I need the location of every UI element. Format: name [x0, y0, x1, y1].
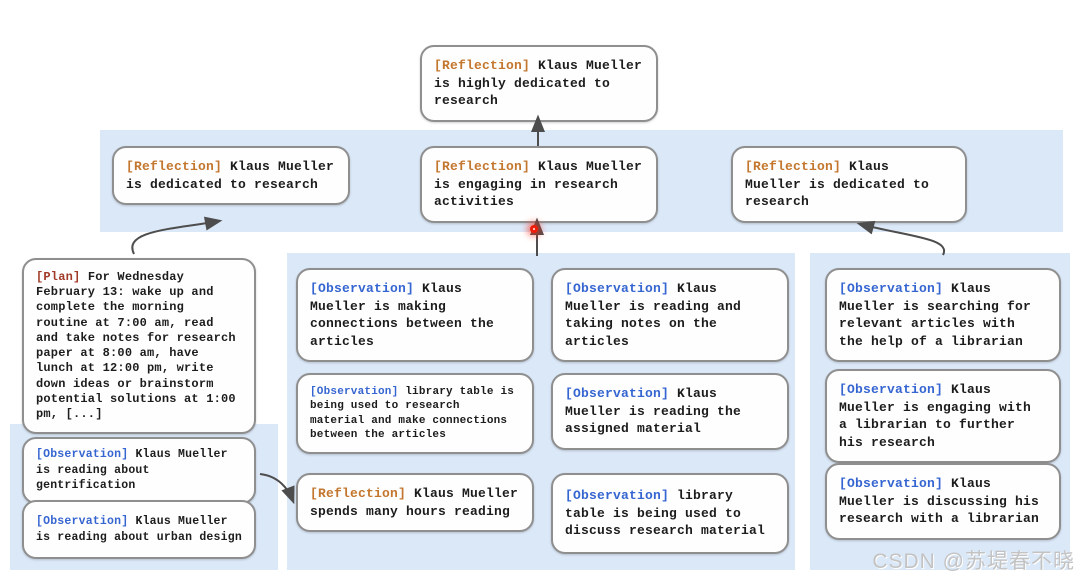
node-text: Klaus Mueller is discussing his research…: [839, 476, 1040, 527]
node-text: Klaus Mueller is highly dedicated to res…: [434, 58, 643, 109]
node-text: Klaus Mueller is reading and taking note…: [565, 281, 742, 349]
node-reflection-left: [Reflection] Klaus Mueller is dedicated …: [112, 146, 350, 206]
node-observation-searching-articles: [Observation] Klaus Mueller is searching…: [825, 268, 1061, 363]
node-text: Klaus Mueller is reading the assigned ma…: [565, 386, 742, 437]
node-text: Klaus Mueller is searching for relevant …: [839, 281, 1032, 349]
node-observation-assigned-material: [Observation] Klaus Mueller is reading t…: [551, 373, 789, 450]
node-observation-library-table-discuss: [Observation] library table is being use…: [551, 473, 789, 554]
node-text: Klaus Mueller is engaging with a librari…: [839, 382, 1032, 450]
observation-tag: [Observation]: [839, 281, 944, 296]
node-reflection-right: [Reflection] Klaus Mueller is dedicated …: [731, 146, 967, 223]
node-observation-urban-design: [Observation] Klaus Mueller is reading a…: [22, 500, 256, 560]
observation-tag: [Observation]: [36, 515, 129, 528]
observation-tag: [Observation]: [565, 281, 670, 296]
observation-tag: [Observation]: [36, 448, 129, 461]
node-text: Klaus Mueller spends many hours reading: [310, 486, 519, 519]
node-text: Klaus Mueller is dedicated to research: [126, 159, 335, 192]
node-text: Klaus Mueller is engaging in research ac…: [434, 159, 643, 210]
node-text: Klaus Mueller is reading about gentrific…: [36, 448, 228, 493]
reflection-tag: [Reflection]: [745, 159, 842, 174]
node-text: Klaus Mueller is reading about urban des…: [36, 515, 242, 544]
node-observation-engaging-librarian: [Observation] Klaus Mueller is engaging …: [825, 369, 1061, 464]
plan-tag: [Plan]: [36, 270, 81, 284]
node-observation-discussing-research: [Observation] Klaus Mueller is discussin…: [825, 463, 1061, 540]
observation-tag: [Observation]: [310, 386, 399, 398]
reflection-tag: [Reflection]: [434, 58, 531, 73]
node-plan: [Plan] For Wednesday February 13: wake u…: [22, 258, 256, 435]
node-observation-making-connections: [Observation] Klaus Mueller is making co…: [296, 268, 534, 363]
node-root-reflection: [Reflection] Klaus Mueller is highly ded…: [420, 45, 658, 122]
watermark: CSDN @苏堤春不晓: [872, 550, 1075, 573]
node-observation-library-table-research: [Observation] library table is being use…: [296, 373, 534, 455]
node-text: library table is being used to research …: [310, 386, 515, 441]
node-text: Klaus Mueller is dedicated to research: [745, 159, 930, 210]
observation-tag: [Observation]: [839, 382, 944, 397]
node-text: Klaus Mueller is making connections betw…: [310, 281, 495, 349]
node-reflection-middle: [Reflection] Klaus Mueller is engaging i…: [420, 146, 658, 223]
reflection-tag: [Reflection]: [310, 486, 407, 501]
observation-tag: [Observation]: [310, 281, 415, 296]
node-reflection-hours-reading: [Reflection] Klaus Mueller spends many h…: [296, 473, 534, 533]
observation-tag: [Observation]: [839, 476, 944, 491]
reflection-tag: [Reflection]: [434, 159, 531, 174]
reflection-tag: [Reflection]: [126, 159, 223, 174]
observation-tag: [Observation]: [565, 386, 670, 401]
node-observation-taking-notes: [Observation] Klaus Mueller is reading a…: [551, 268, 789, 363]
node-observation-gentrification: [Observation] Klaus Mueller is reading a…: [22, 437, 256, 504]
node-text: library table is being used to discuss r…: [565, 488, 766, 539]
observation-tag: [Observation]: [565, 488, 670, 503]
red-focus-dot-icon: [530, 225, 538, 233]
node-text: For Wednesday February 13: wake up and c…: [36, 270, 236, 422]
